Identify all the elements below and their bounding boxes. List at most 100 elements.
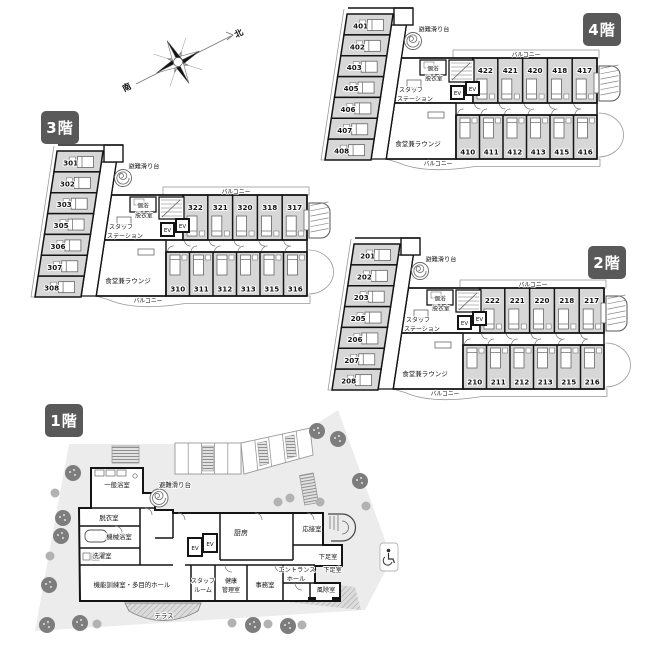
label-private-bath: 個浴	[434, 295, 446, 303]
bed-icon	[513, 347, 525, 369]
bed-icon	[363, 39, 381, 52]
room-number: 210	[467, 378, 482, 387]
cabinet-icon	[570, 323, 577, 330]
door-arc	[498, 102, 506, 110]
bed-icon	[374, 249, 391, 261]
evacuation-slide-icon	[404, 32, 422, 50]
room-number: 413	[531, 148, 546, 157]
door-arc	[511, 338, 518, 346]
cabinet-icon	[521, 323, 527, 330]
bed-icon	[61, 260, 79, 273]
label-ev-1: EV	[191, 546, 198, 552]
exterior-stair	[328, 513, 357, 542]
tree-icon	[39, 617, 55, 633]
exterior-bump	[598, 112, 624, 158]
bed-icon	[364, 311, 382, 324]
washer-icon	[91, 552, 100, 561]
room-number: 305	[54, 221, 69, 230]
label-general-bath: 一般浴室	[104, 480, 130, 489]
evacuation-slide-icon	[411, 262, 429, 280]
room-number: 306	[50, 242, 65, 251]
balcony-bottom	[385, 158, 601, 171]
cabinet-icon	[565, 117, 572, 124]
tree-icon	[309, 423, 325, 439]
bush-icon	[263, 619, 273, 629]
elevator-box	[450, 85, 465, 100]
label-staff-station-2: ステーション	[107, 233, 143, 240]
room-number: 311	[194, 285, 209, 294]
bed-icon	[216, 254, 228, 276]
bed-icon	[584, 347, 595, 369]
room-number: 222	[485, 296, 500, 305]
staff-counter	[413, 309, 429, 319]
bed-icon	[537, 347, 548, 369]
door-arc	[505, 332, 513, 340]
cabinet-icon	[595, 323, 602, 330]
cabinet-icon	[347, 374, 354, 382]
tree-icon	[41, 577, 57, 593]
cabinet-icon	[181, 254, 188, 261]
label-entrance-hall-1: エントランス	[278, 567, 315, 574]
staff-counter	[116, 216, 132, 226]
bush-icon	[273, 497, 283, 507]
label-kitchen: 厨房	[234, 528, 248, 537]
room-number: 322	[188, 203, 203, 212]
washer-icon	[82, 552, 91, 561]
cabinet-icon	[352, 61, 360, 69]
floor-badge-1f: 1階	[45, 404, 83, 437]
label-balcony-top: バルコニー	[222, 188, 251, 195]
label-staff-station-1: スタッフ	[399, 86, 423, 94]
bed-icon	[77, 156, 94, 168]
room-number: 410	[460, 148, 475, 157]
bed-icon	[211, 215, 223, 237]
cabinet-icon	[359, 291, 367, 299]
bed-icon	[459, 117, 471, 139]
label-balcony-top: バルコニー	[519, 281, 548, 288]
bush-icon	[92, 619, 102, 629]
cabinet-icon	[359, 19, 366, 27]
cabinet-icon	[514, 93, 520, 100]
bush-icon	[315, 497, 325, 507]
floor-badge-3f: 3階	[41, 111, 79, 144]
room-number: 217	[584, 296, 599, 305]
label-staff-station-2: ステーション	[404, 326, 440, 333]
room-number: 411	[484, 148, 499, 157]
door-arc	[177, 512, 186, 521]
tree-icon	[280, 618, 296, 634]
door-arc	[581, 338, 589, 346]
label-balcony-bottom: バルコニー	[134, 298, 163, 305]
room-number: 312	[217, 285, 232, 294]
room-number: 316	[288, 285, 303, 294]
cabinet-icon	[502, 347, 508, 354]
cabinet-icon	[489, 93, 495, 100]
cabinet-icon	[248, 230, 255, 237]
door-arc	[480, 108, 488, 116]
door-arc	[184, 239, 191, 247]
dining-lounge	[95, 239, 167, 297]
label-dining-lounge: 食堂兼ラウンジ	[395, 139, 441, 148]
room-number: 420	[527, 66, 542, 75]
bed-icon	[577, 117, 588, 139]
door-arc	[224, 564, 233, 573]
label-private-bath: 個浴	[427, 65, 439, 73]
cabinet-icon	[495, 117, 501, 124]
bed-icon	[260, 215, 272, 237]
room-number: 412	[507, 148, 522, 157]
door-arc	[237, 245, 245, 253]
door-arc	[573, 102, 580, 110]
label-staff-room-1: スタッフ	[191, 577, 215, 585]
door-arc	[294, 582, 303, 591]
compass-star	[153, 37, 203, 87]
tub-icon	[423, 61, 435, 69]
door-arc	[254, 512, 263, 521]
room-number: 315	[264, 285, 279, 294]
parking-area	[174, 427, 314, 475]
label-shoe-room-upper: 下足室	[319, 553, 338, 561]
evacuation-slide-icon	[114, 169, 132, 187]
bed-icon	[169, 254, 181, 276]
door-arc	[214, 245, 221, 253]
bed-icon	[240, 254, 251, 276]
mechanical-tub-icon	[84, 529, 108, 543]
